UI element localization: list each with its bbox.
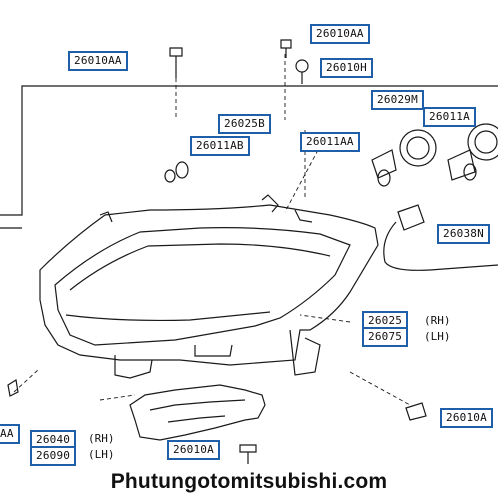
label-26090: 26090	[30, 446, 77, 466]
label-26010AA-top-left: 26010AA	[68, 51, 128, 71]
label-26010A-right: 26010A	[440, 408, 493, 428]
label-26010A-bottom: 26010A	[167, 440, 220, 460]
label-AA-left: AA	[0, 424, 20, 444]
label-26029M: 26029M	[371, 90, 424, 110]
wire-harness	[383, 204, 498, 271]
label-26011A: 26011A	[423, 107, 476, 127]
headlamp-housing	[39, 194, 379, 379]
side-lh-26090: (LH)	[88, 448, 115, 461]
label-26038N: 26038N	[437, 224, 490, 244]
label-26075: 26075	[362, 327, 409, 347]
side-rh-26025: (RH)	[424, 314, 451, 327]
label-26011AB: 26011AB	[190, 136, 250, 156]
bulbs	[164, 123, 498, 187]
site-watermark-text: Phutungotomitsubishi.com	[110, 470, 388, 493]
label-26010H: 26010H	[320, 58, 373, 78]
frame-outline	[0, 85, 498, 216]
side-rh-26040: (RH)	[88, 432, 115, 445]
side-lh-26075: (LH)	[424, 330, 451, 343]
bolts	[7, 39, 427, 464]
label-26040: 26040	[30, 430, 77, 450]
label-26010AA-top-right: 26010AA	[310, 24, 370, 44]
mounting-bracket	[129, 384, 266, 441]
label-26011AA: 26011AA	[300, 132, 360, 152]
label-26025B: 26025B	[218, 114, 271, 134]
